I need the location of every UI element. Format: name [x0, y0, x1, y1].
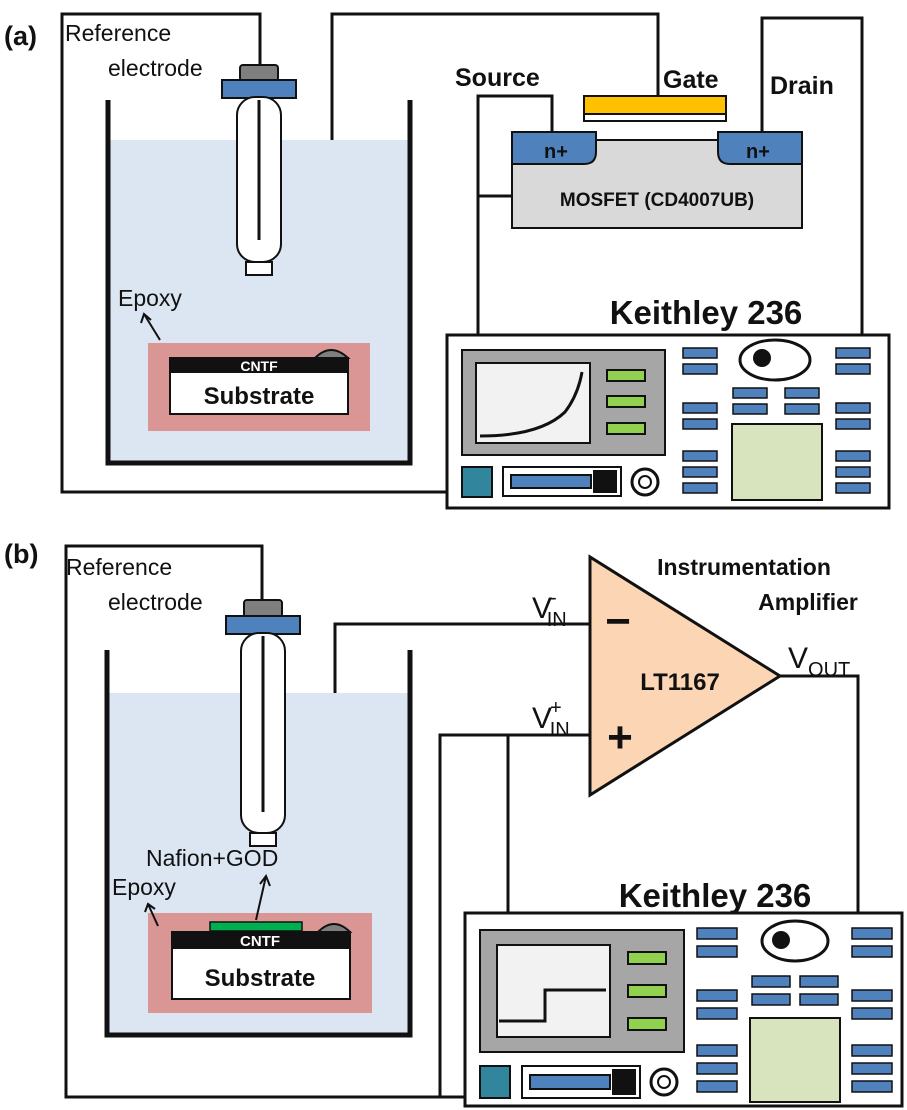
keithley-label: Keithley 236 — [610, 294, 803, 331]
wire-ref-to-vin-plus — [438, 733, 590, 1097]
slot-switch — [612, 1069, 636, 1095]
epoxy-arrowhead — [140, 312, 152, 324]
reference-electrode-label-line2: electrode — [108, 589, 203, 615]
keithley-label: Keithley 236 — [619, 877, 812, 914]
gate-electrode — [583, 95, 727, 115]
cntf-layer — [172, 932, 350, 949]
vin-plus-label: V+IN — [532, 697, 570, 741]
panel-b-tag: (b) — [4, 539, 38, 569]
knob — [738, 338, 812, 382]
keypad — [731, 423, 823, 501]
epoxy-arrow — [147, 903, 159, 927]
power-button — [479, 1065, 511, 1099]
cntf-label: CNTF — [240, 358, 278, 374]
n-plus-source-region — [511, 131, 597, 165]
source-label: Source — [455, 64, 540, 92]
reference-electrode — [225, 599, 301, 847]
connector-inner — [657, 1075, 671, 1089]
soft-key — [606, 395, 646, 408]
beaker — [104, 650, 413, 1038]
wire-drain-to-keithley — [760, 16, 864, 335]
contact-pad — [315, 923, 353, 933]
nafion-god-film — [209, 921, 303, 932]
epoxy-label: Epoxy — [118, 285, 182, 311]
gate-label: Gate — [663, 66, 719, 94]
reference-electrode-label-line2: electrode — [108, 55, 203, 81]
substrate-label: Substrate — [204, 383, 315, 410]
substrate-label: Substrate — [205, 965, 316, 992]
n-plus-left-label: n+ — [544, 141, 568, 163]
panel-b: (b) Reference electrode CNTF Substrate N… — [4, 539, 904, 1108]
amplifier-title-line1: Instrumentation — [657, 554, 831, 580]
iv-curve-trace — [479, 371, 584, 438]
keypad — [749, 1017, 841, 1103]
amplifier-title-line2: Amplifier — [758, 589, 858, 615]
non-inverting-input-sign: + — [607, 713, 633, 762]
wire-ref-electrode-to-keithley — [64, 544, 465, 1099]
epoxy-arrow — [143, 313, 161, 341]
slot — [510, 474, 592, 489]
nafion-god-label: Nafion+GOD — [146, 845, 278, 871]
soft-key — [627, 951, 667, 965]
slot — [529, 1074, 611, 1090]
soft-key — [627, 984, 667, 998]
knob — [760, 919, 830, 963]
inverting-input-sign: − — [605, 597, 631, 646]
nafion-arrow — [255, 875, 267, 921]
reference-electrode-label-line1: Reference — [65, 20, 171, 46]
panel-a: (a) Reference electrode CNTF Substrate E… — [4, 12, 891, 510]
instrumentation-amplifier — [588, 554, 783, 798]
vin-minus-label: V-IN — [532, 587, 567, 631]
nafion-arrowhead — [259, 873, 271, 887]
slot-switch — [593, 470, 617, 493]
keithley-236-instrument — [445, 333, 891, 510]
keithley-236-instrument — [463, 911, 904, 1108]
mosfet-label: MOSFET (CD4007UB) — [560, 190, 754, 211]
panel-a-tag: (a) — [4, 21, 37, 51]
vout-label: VOUT — [788, 642, 850, 681]
n-plus-right-label: n+ — [746, 141, 770, 163]
wire-source-to-keithley — [476, 94, 554, 335]
wire-ref-electrode-to-keithley — [60, 12, 447, 494]
epoxy-arrowhead — [144, 902, 156, 913]
contact-pad — [312, 349, 351, 359]
step-response-trace — [499, 988, 606, 1023]
drain-label: Drain — [770, 72, 834, 100]
soft-key — [627, 1017, 667, 1031]
reference-electrode — [221, 64, 297, 276]
cntf-label: CNTF — [240, 933, 280, 950]
wire-vout-to-keithley — [780, 674, 860, 913]
soft-key — [606, 369, 646, 382]
epoxy-label: Epoxy — [112, 874, 176, 900]
knob-indicator — [772, 931, 790, 949]
power-button — [461, 466, 493, 498]
cntf-layer — [170, 358, 348, 373]
mosfet — [511, 95, 803, 229]
connector-inner — [638, 475, 652, 489]
beaker — [105, 100, 413, 466]
amplifier-model-label: LT1167 — [640, 669, 720, 696]
n-plus-drain-region — [717, 131, 803, 165]
reference-electrode-label-line1: Reference — [66, 554, 172, 580]
soft-key — [606, 422, 646, 435]
knob-indicator — [753, 349, 771, 367]
